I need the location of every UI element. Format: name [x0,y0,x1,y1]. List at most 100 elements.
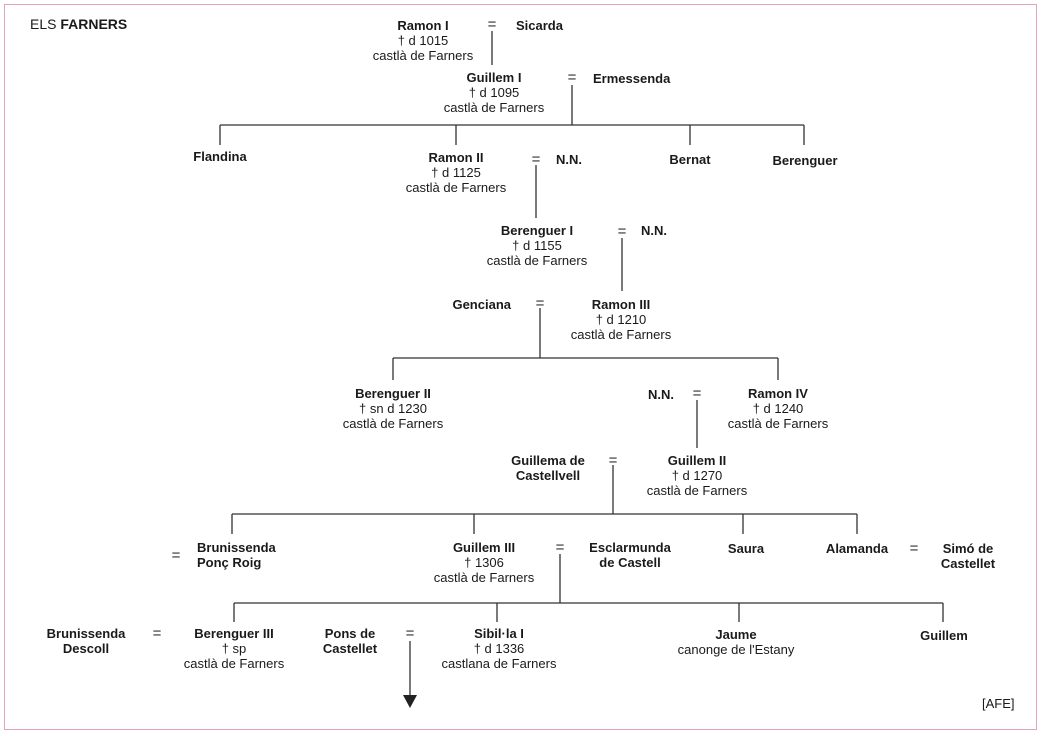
descent-arrow-icon [403,695,417,708]
person-nn1: N.N. [556,152,582,167]
person-name: Pons de [324,626,376,641]
person-name: Jaume [715,627,757,642]
person-name: Flandina [193,149,247,164]
person-ramon2: Ramon II † d 1125 castlà de Farners [406,150,506,195]
marriage-sign: = [555,539,565,556]
person-ramon1: Ramon I † d 1015 castlà de Farners [373,18,473,63]
person-title: castlà de Farners [727,416,829,431]
marriage-sign: = [152,625,162,642]
person-name: Ramon III [591,297,651,312]
marriage-sign: = [567,69,577,86]
person-name: Berenguer [772,153,838,168]
person-name: Esclarmunda [589,540,671,555]
person-nn3: N.N. [648,387,674,402]
person-name: Berenguer I [500,223,574,238]
person-date: † d 1240 [752,401,804,416]
person-name-line2: Ponç Roig [197,555,262,570]
person-name: N.N. [556,152,582,167]
person-nn2: N.N. [641,223,667,238]
person-berenguer: Berenguer [772,153,837,168]
person-date: † sp [221,641,247,656]
person-name: Saura [727,541,765,556]
person-sibila: Sibil·la I † d 1336 castlana de Farners [442,626,557,671]
person-name: Genciana [452,297,511,312]
person-flandina: Flandina [193,149,246,164]
person-title: castlà de Farners [443,100,545,115]
person-title: castlana de Farners [441,656,557,671]
person-guillem2: Guillem II † d 1270 castlà de Farners [647,453,747,498]
person-brunissenda1: Brunissenda Ponç Roig [197,540,276,570]
person-ramon3: Ramon III † d 1210 castlà de Farners [571,297,671,342]
page-frame [4,4,1037,730]
person-date: † d 1336 [473,641,525,656]
person-name-line2: Descoll [62,641,110,656]
person-name-line2: de Castell [599,555,661,570]
person-guillem3: Guillem III † 1306 castlà de Farners [434,540,534,585]
marriage-sign: = [692,385,702,402]
person-name: Berenguer III [194,626,274,641]
person-genciana: Genciana [452,297,511,312]
person-title: castlà de Farners [433,570,535,585]
person-date: † sn d 1230 [359,401,427,416]
person-name: Sibil·la I [474,626,524,641]
person-name-line2: Castellvell [515,468,581,483]
person-berenguer2: Berenguer II † sn d 1230 castlà de Farne… [343,386,443,431]
person-guillema: Guillema de Castellvell [511,453,585,483]
marriage-sign: = [535,295,545,312]
person-berenguer1: Berenguer I † d 1155 castlà de Farners [487,223,587,268]
person-ramon4: Ramon IV † d 1240 castlà de Farners [728,386,828,431]
person-name: N.N. [641,223,667,238]
person-sicarda: Sicarda [516,18,563,33]
person-name: Sicarda [516,18,563,33]
person-title: castlà de Farners [372,48,474,63]
person-date: † 1306 [464,555,504,570]
person-name: Ramon IV [748,386,808,401]
marriage-sign: = [405,625,415,642]
person-name: N.N. [648,387,674,402]
person-name: Ramon I [397,18,449,33]
person-name: Brunissenda [197,540,276,555]
person-alamanda: Alamanda [826,541,888,556]
person-esclarmunda: Esclarmunda de Castell [589,540,671,570]
person-guillem: Guillem [920,628,968,643]
person-name: Ermessenda [593,71,671,86]
person-title: castlà de Farners [405,180,507,195]
person-bernat: Bernat [669,152,710,167]
person-ermessenda: Ermessenda [593,71,670,86]
marriage-sign: = [531,151,541,168]
title-name: FARNERS [60,16,128,32]
person-name-line2: Castellet [940,556,996,571]
person-name: Guillem II [667,453,727,468]
marriage-sign: = [487,16,497,33]
person-date: † d 1155 [512,238,562,253]
person-name: Guillem I [466,70,522,85]
person-name: Alamanda [825,541,889,556]
person-date: † d 1210 [595,312,647,327]
person-name: Brunissenda [46,626,126,641]
marriage-sign: = [617,223,627,240]
person-name: Berenguer II [355,386,431,401]
person-date: † d 1125 [431,165,481,180]
person-name: Bernat [669,152,711,167]
marriage-sign: = [608,452,618,469]
person-title: castlà de Farners [570,327,672,342]
person-title: castlà de Farners [646,483,748,498]
person-guillem1: Guillem I † d 1095 castlà de Farners [444,70,544,115]
person-date: † d 1270 [671,468,723,483]
title-prefix: ELS [30,16,57,32]
person-saura: Saura [728,541,764,556]
person-name: Simó de [942,541,994,556]
person-title: canonge de l'Estany [677,642,795,657]
person-title: castlà de Farners [342,416,444,431]
person-name-line2: Castellet [322,641,378,656]
person-jaume: Jaume canonge de l'Estany [678,627,795,657]
person-date: † d 1095 [468,85,520,100]
person-name: Guillema de [511,453,585,468]
marriage-sign: = [171,547,181,564]
chart-title: ELS FARNERS [30,16,127,32]
person-title: castlà de Farners [486,253,588,268]
person-berenguer3: Berenguer III † sp castlà de Farners [184,626,284,671]
person-name: Ramon II [428,150,484,165]
person-name: Guillem [920,628,968,643]
